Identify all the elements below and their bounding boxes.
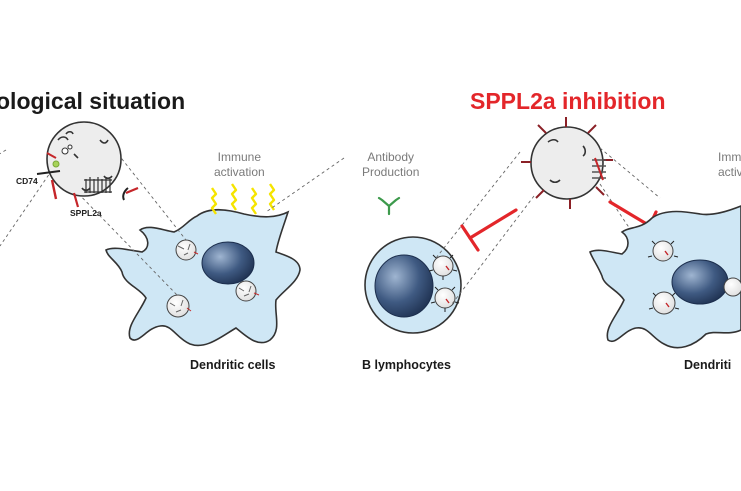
b-lymphocyte-vesicles: [428, 254, 460, 312]
b-lymphocyte: [364, 236, 462, 334]
label-dendritic-cells-right: Dendriti: [684, 358, 732, 372]
heading-sppl2a-inhibition: SPPL2a inhibition: [470, 88, 666, 114]
label-immune-activation-right: Immu activ: [718, 150, 741, 179]
dendritic-cell-right: [589, 205, 741, 349]
label-dendritic-cells-left: Dendritic cells: [190, 358, 276, 372]
label-b-lymphocytes: B lymphocytes: [362, 358, 451, 372]
enlarged-vesicle-left: [36, 121, 122, 200]
label-sppl2a: SPPL2a: [70, 208, 102, 218]
dendritic-cell-left: [105, 208, 301, 347]
label-antibody-production: Antibody Production: [362, 150, 420, 179]
zoom-lines-middle: [265, 151, 535, 305]
inhibition-arrow-left: [460, 208, 518, 252]
nucleus-right: [671, 259, 729, 305]
enlarged-vesicle-right: [521, 117, 613, 209]
label-immune-activation-left: Immune activation: [214, 150, 265, 179]
immune-activation-sparks: [210, 183, 276, 215]
vesicles-right: [647, 240, 741, 315]
heading-physiological: ological situation: [0, 88, 186, 114]
vesicle-left-3: [235, 280, 260, 302]
zoom-lines-left: [0, 149, 187, 297]
nucleus-left: [201, 241, 255, 285]
antibody-glyph: [377, 196, 401, 216]
label-cd74: CD74: [16, 176, 38, 186]
sppl2a-protein-left: [72, 177, 139, 208]
vesicle-left-2: [166, 294, 192, 318]
